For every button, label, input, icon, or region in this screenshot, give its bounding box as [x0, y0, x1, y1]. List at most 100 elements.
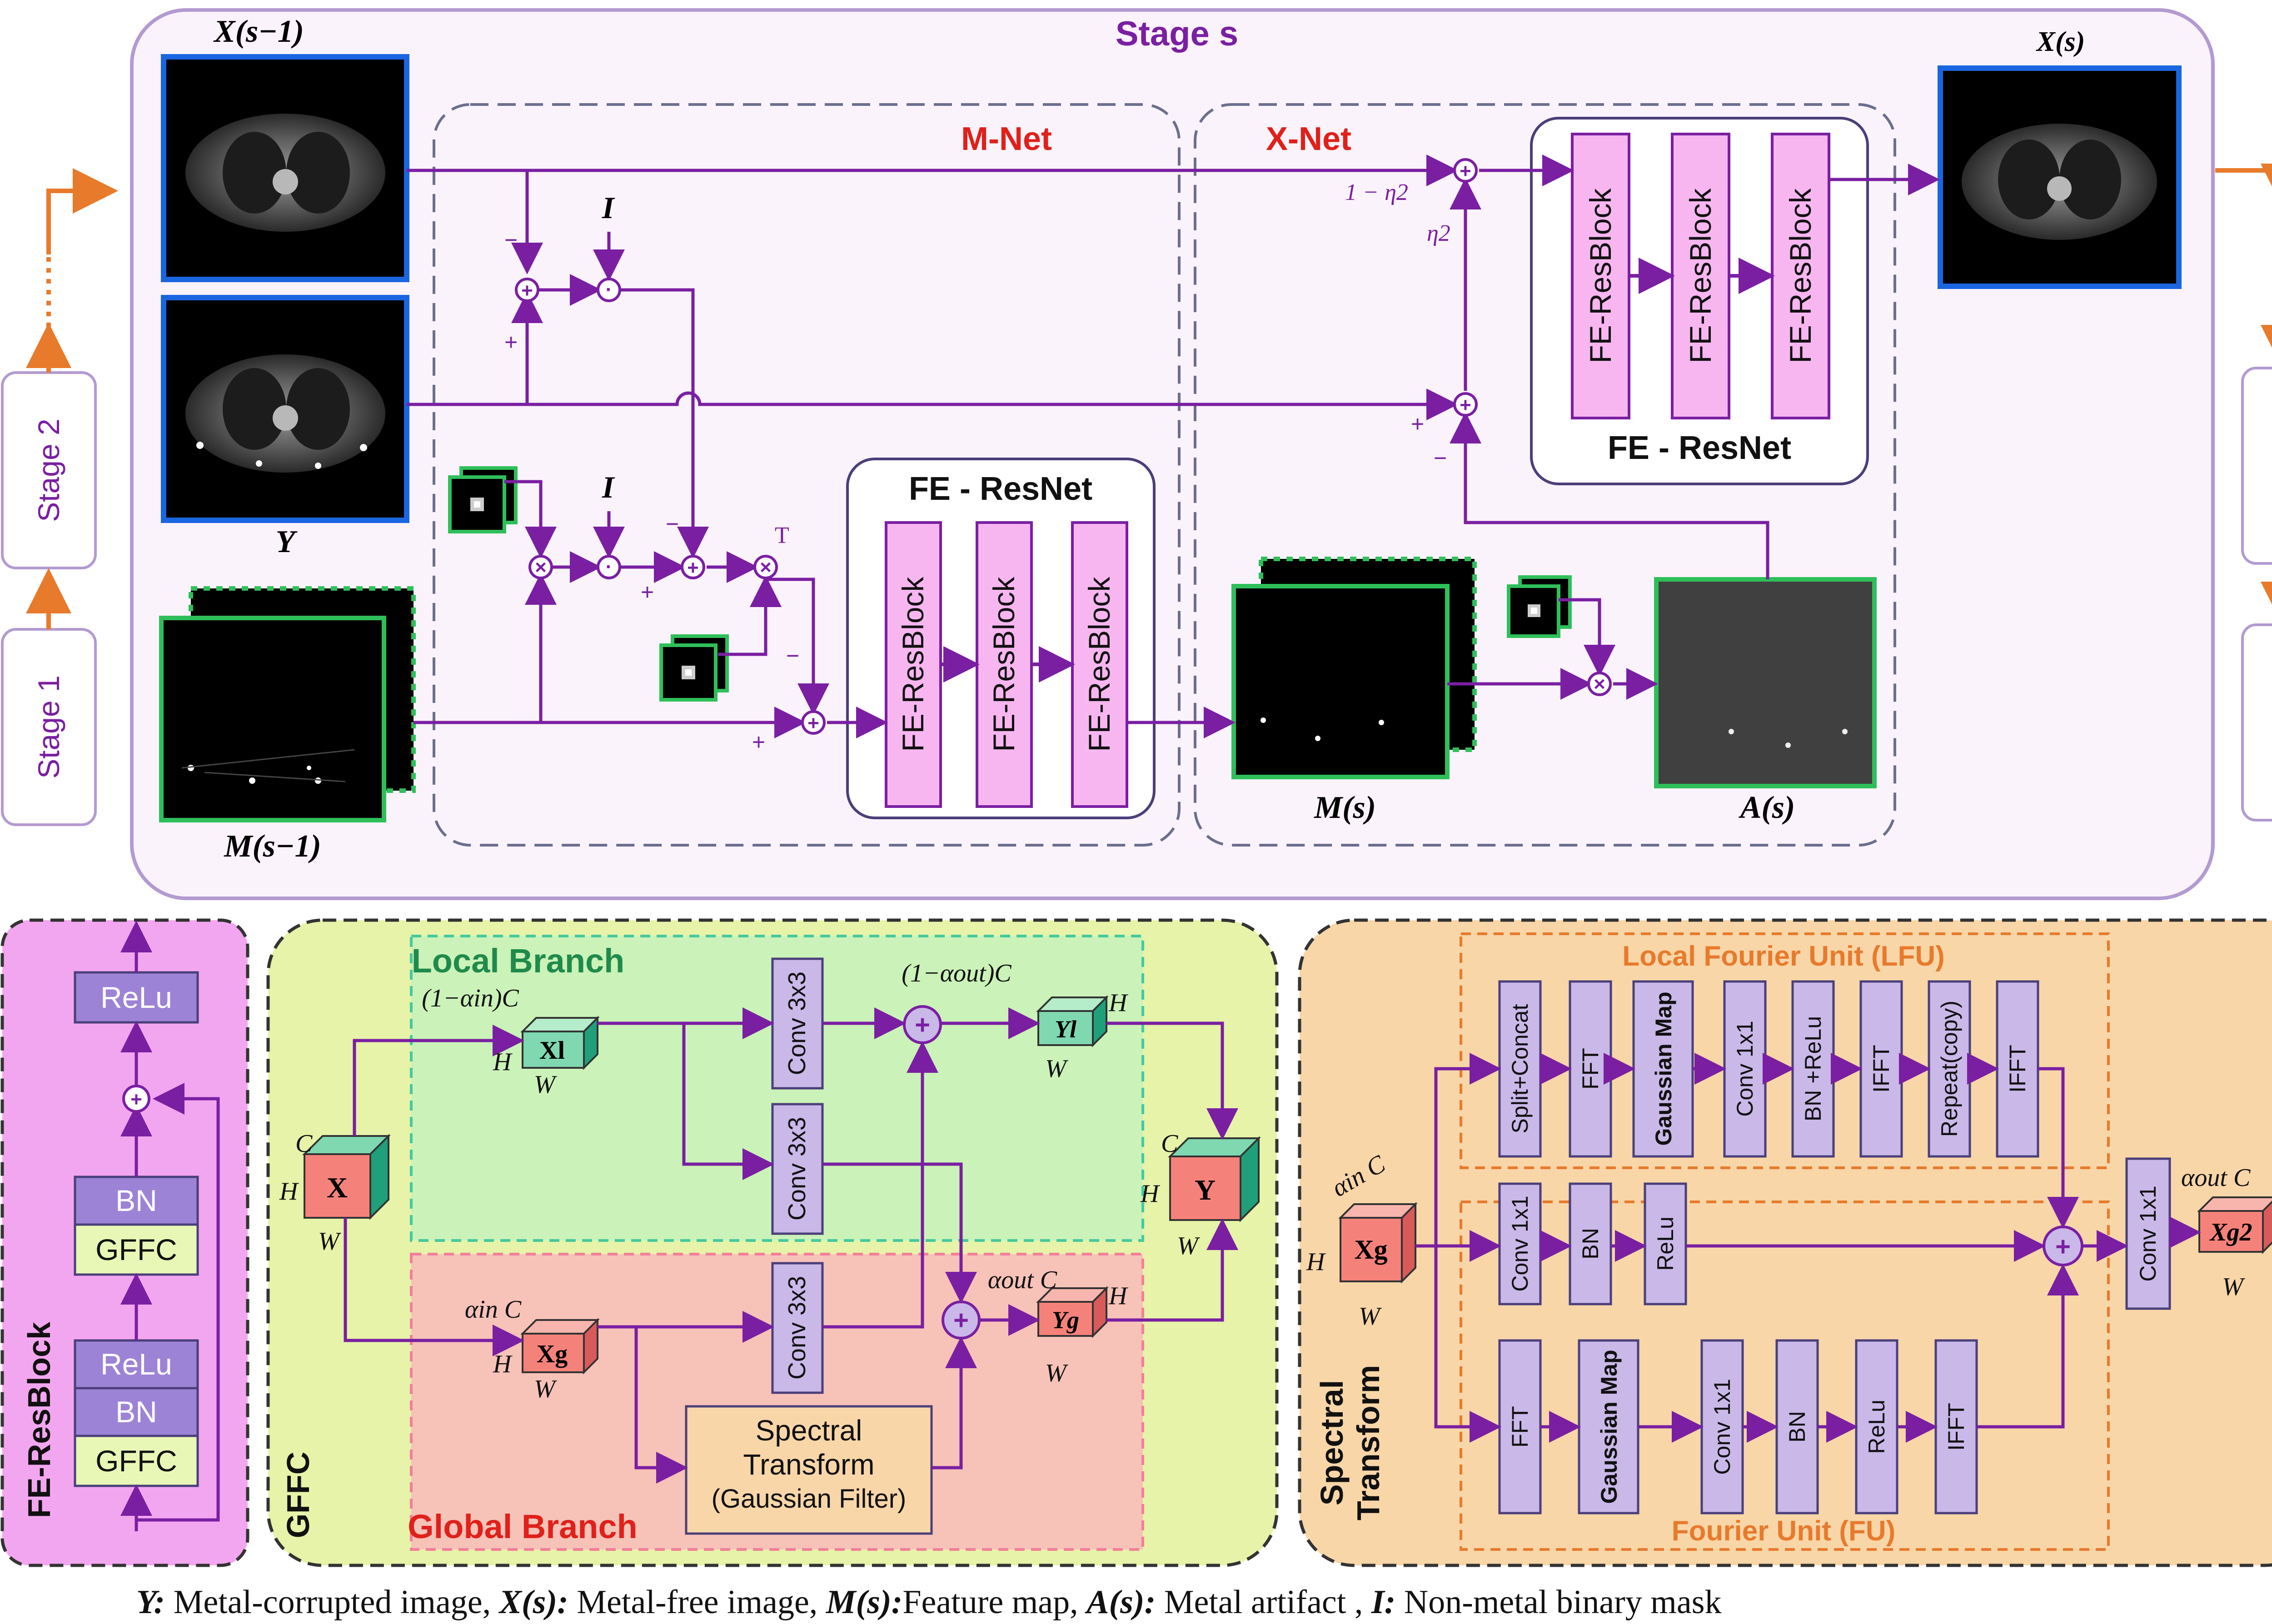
fe-layer-relu-top: ReLu	[100, 981, 172, 1014]
svg-text:Gaussian Map: Gaussian Map	[1651, 992, 1676, 1146]
transpose-label: T	[775, 523, 789, 548]
xnet-resblock-3: FE-ResBlock	[1771, 133, 1830, 419]
mnet-resblock-1-label: FE-ResBlock	[896, 576, 930, 752]
xnet-resblock-3-label: FE-ResBlock	[1784, 188, 1817, 363]
stage-panel: Stage s	[130, 8, 2215, 900]
stage-title: Stage s	[1116, 15, 1238, 53]
svg-text:+: +	[807, 712, 819, 734]
svg-text:+: +	[1411, 411, 1424, 437]
svg-text:H: H	[493, 1350, 513, 1378]
legend-y-key: Y:	[136, 1584, 165, 1621]
operator-nodes	[515, 158, 1612, 735]
svg-text:Split+Concat: Split+Concat	[1507, 1004, 1533, 1133]
svg-text:FFT: FFT	[1578, 1048, 1603, 1090]
svg-text:ReLu: ReLu	[1653, 1216, 1678, 1271]
gffc-title: GFFC	[280, 1452, 316, 1539]
stage-s-1-label: Stage S-1	[2268, 399, 2272, 533]
legend-a-text: Metal artifact ,	[1156, 1584, 1371, 1621]
gffc-panel: GFFC Local Branch Global Branch X Xl Xg	[266, 918, 1279, 1567]
svg-text:−: −	[786, 643, 799, 668]
svg-text:IFFT: IFFT	[2005, 1045, 2030, 1093]
svg-text:Yl: Yl	[1055, 1016, 1076, 1043]
svg-text:(1−αin)C: (1−αin)C	[422, 984, 519, 1012]
svg-text:·: ·	[606, 279, 613, 301]
svg-text:H: H	[493, 1048, 513, 1076]
svg-text:Conv 1x1: Conv 1x1	[1732, 1021, 1758, 1116]
svg-text:W: W	[318, 1227, 341, 1255]
svg-text:C: C	[1161, 1130, 1178, 1158]
legend-a-key: A(s):	[1085, 1584, 1156, 1621]
eta-minus-label: 1 − η2	[1345, 179, 1408, 205]
svg-text:·: ·	[606, 556, 613, 578]
xnet-label: X-Net	[1266, 121, 1351, 157]
svg-text:Gaussian Map: Gaussian Map	[1596, 1350, 1622, 1504]
stage-s-box: Stage S	[2241, 623, 2272, 822]
global-branch-title: Global Branch	[408, 1508, 638, 1545]
label-m-prev: M(s−1)	[224, 829, 321, 864]
fe-layer-gffc-top: GFFC	[95, 1233, 177, 1266]
spectral-title-2: Transform	[1350, 1365, 1386, 1520]
svg-text:+: +	[2055, 1232, 2071, 1261]
stage-1-box: Stage 1	[1, 628, 97, 826]
cube-yg: Yg	[1036, 1286, 1109, 1338]
stage-s-1-box: Stage S-1	[2241, 367, 2272, 565]
legend-i-text: Non-metal binary mask	[1395, 1584, 1721, 1621]
mnet-region: M-Net	[433, 103, 1181, 847]
fe-resblock-panel: FE-ResBlock ReLu BN GFFC ReLu BN GFFC +	[0, 918, 249, 1567]
svg-text:+: +	[504, 329, 518, 355]
svg-text:Repeat(copy): Repeat(copy)	[1937, 1001, 1962, 1137]
legend-x-text: Metal-free image,	[568, 1584, 826, 1621]
label-x-out: X(s)	[2036, 26, 2085, 57]
svg-text:C: C	[295, 1130, 313, 1158]
svg-text:+: +	[521, 279, 533, 302]
stage-2-label: Stage 2	[32, 418, 65, 522]
svg-text:X: X	[327, 1171, 348, 1204]
svg-text:H: H	[1306, 1248, 1326, 1276]
svg-text:W: W	[534, 1375, 557, 1403]
xnet-region: X-Net	[1194, 103, 1896, 847]
svg-text:Conv 3x3: Conv 3x3	[783, 1117, 811, 1220]
stage-1-label: Stage 1	[32, 675, 65, 779]
svg-text:BN: BN	[1784, 1411, 1810, 1442]
svg-text:Xg: Xg	[537, 1340, 568, 1368]
kernel-thumb-2	[659, 634, 729, 702]
mask-label-top: I	[602, 190, 615, 225]
artifact-map-a-out: A(s)	[1654, 577, 1877, 825]
conv-local-2: Conv 3x3	[771, 1103, 824, 1235]
svg-text:H: H	[1140, 1180, 1160, 1208]
stage-flow-lines	[407, 154, 1940, 738]
svg-text:W: W	[1045, 1055, 1068, 1083]
xnet-resblock-1-label: FE-ResBlock	[1584, 188, 1617, 363]
stage-s-label: Stage S	[2268, 669, 2272, 776]
svg-text:ReLu: ReLu	[1864, 1400, 1889, 1454]
label-m-out: M(s)	[1314, 790, 1376, 825]
svg-text:(1−αout)C: (1−αout)C	[902, 959, 1011, 987]
svg-text:αout C: αout C	[988, 1266, 1057, 1294]
fe-layer-gffc-bot: GFFC	[95, 1444, 177, 1478]
label-x-prev: X(s−1)	[213, 14, 304, 49]
fu-ops: FFT Gaussian Map Conv 1x1 BN ReLu IFFT	[1498, 1339, 1978, 1514]
xnet-resblock-2: FE-ResBlock	[1671, 133, 1730, 419]
legend-m-key: M(s):	[826, 1584, 903, 1621]
legend-i-key: I:	[1371, 1584, 1395, 1621]
ct-image-y: Y	[161, 295, 409, 559]
mnet-resblock-3-label: FE-ResBlock	[1082, 576, 1116, 752]
svg-text:W: W	[1045, 1359, 1068, 1387]
svg-text:Conv 3x3: Conv 3x3	[783, 971, 811, 1075]
svg-text:W: W	[534, 1071, 557, 1099]
svg-text:+: +	[130, 1088, 142, 1111]
svg-text:Xl: Xl	[539, 1036, 565, 1065]
ct-image-x-out: X(s)	[1938, 26, 2182, 289]
svg-text:BN +ReLu: BN +ReLu	[1800, 1016, 1826, 1121]
svg-text:Conv 1x1: Conv 1x1	[2135, 1186, 2161, 1281]
mnet-fe-resnet-title: FE - ResNet	[909, 471, 1092, 507]
eta-label: η2	[1427, 220, 1450, 246]
svg-text:IFFT: IFFT	[1868, 1045, 1894, 1093]
fe-resblock-title: FE-ResBlock	[21, 1322, 57, 1518]
mask-labels: I I	[602, 190, 615, 504]
mnet-resblock-2: FE-ResBlock	[976, 521, 1033, 808]
mnet-resblock-3: FE-ResBlock	[1071, 521, 1128, 808]
svg-text:+: +	[953, 1305, 969, 1335]
cube-yl: Yl	[1036, 995, 1109, 1047]
svg-text:+: +	[752, 729, 765, 755]
